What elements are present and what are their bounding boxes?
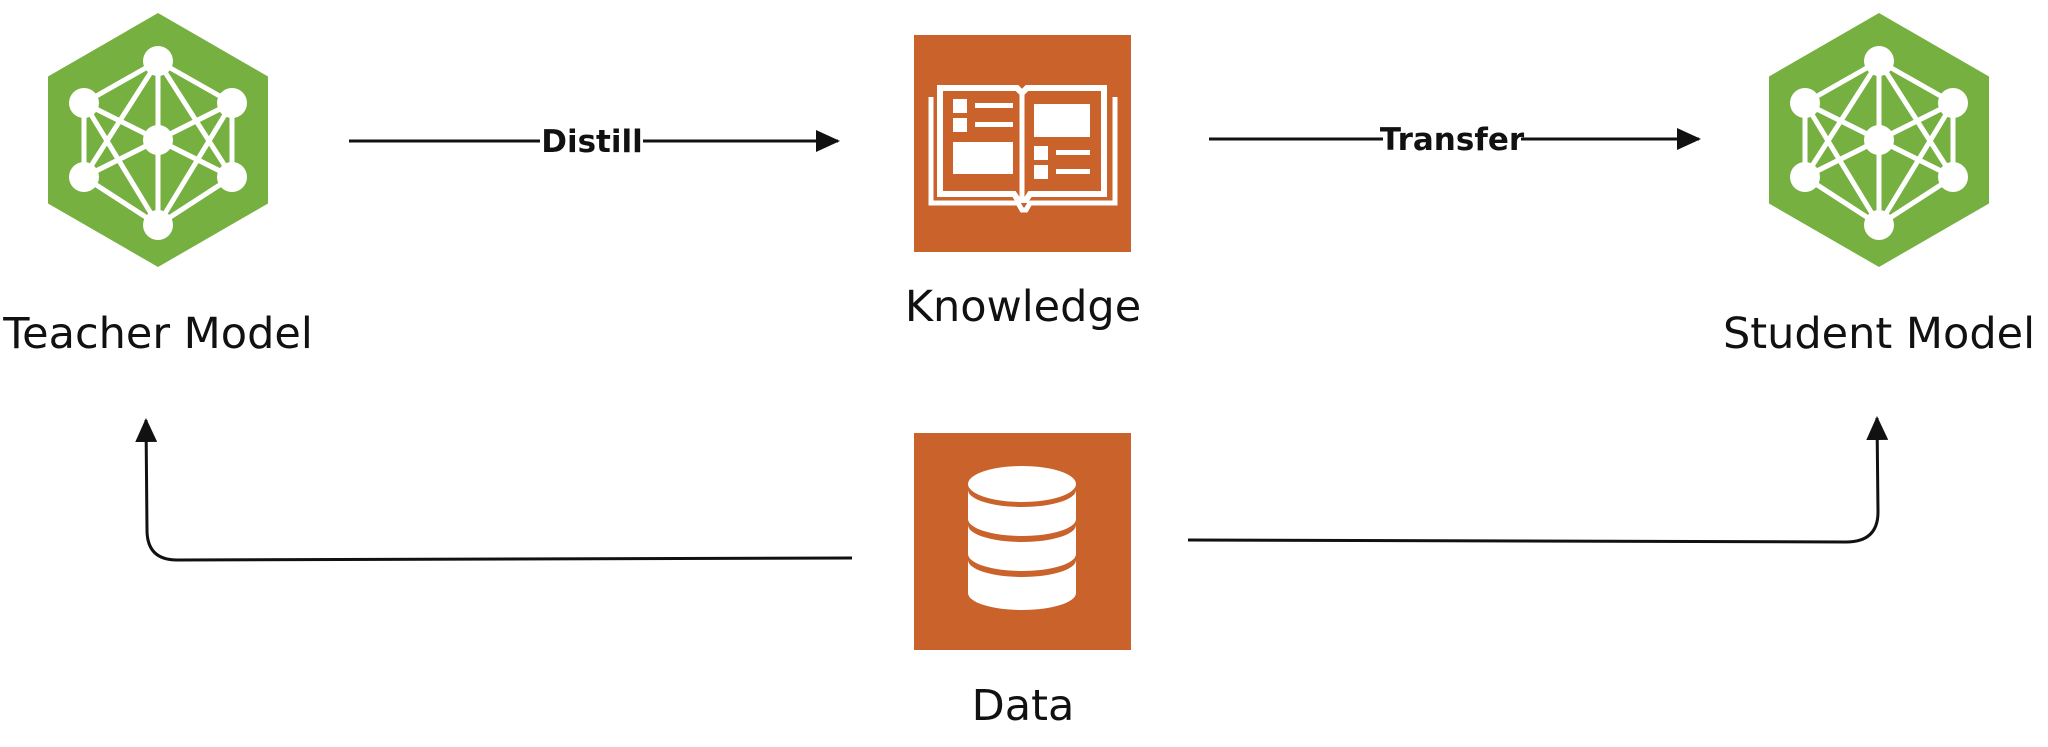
distill-edge: Distill <box>349 124 840 160</box>
data-node: Data <box>914 433 1131 731</box>
teacher-model-label: Teacher Model <box>2 309 313 359</box>
open-book-icon <box>928 85 1118 213</box>
knowledge-label: Knowledge <box>905 282 1141 332</box>
data-to-teacher-arrow <box>135 418 853 562</box>
transfer-edge-label: Transfer <box>1380 122 1525 158</box>
distill-edge-label: Distill <box>541 124 643 160</box>
database-icon <box>968 466 1076 610</box>
transfer-edge: Transfer <box>1209 122 1701 158</box>
neural-network-icon <box>1769 13 1989 267</box>
student-model-node: Student Model <box>1723 13 2035 359</box>
knowledge-node: Knowledge <box>905 35 1141 332</box>
data-to-student-arrow <box>1187 416 1889 544</box>
neural-network-icon <box>48 13 268 267</box>
teacher-model-node: Teacher Model <box>2 13 313 359</box>
student-model-label: Student Model <box>1723 309 2035 359</box>
data-label: Data <box>972 681 1075 731</box>
data-icon-tile <box>914 433 1131 650</box>
